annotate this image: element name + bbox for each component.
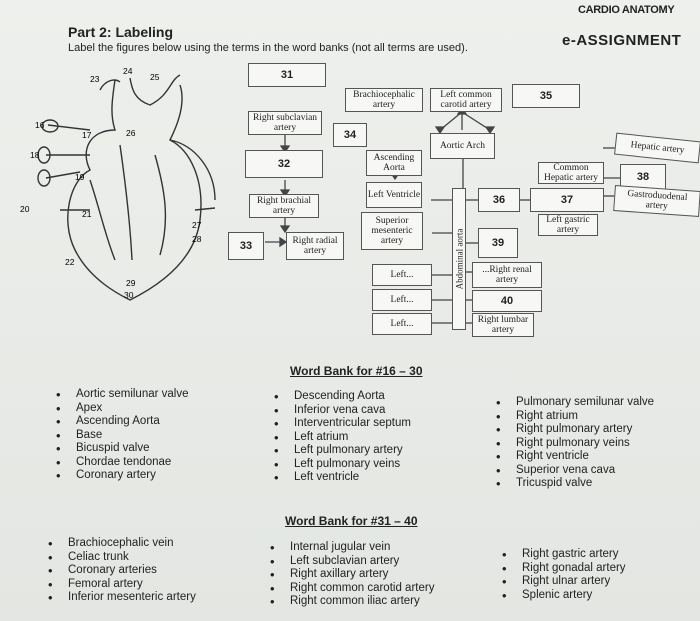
abdominal-aorta-box: Abdominal aorta — [452, 188, 466, 330]
wordbank1-col2: Descending Aorta Inferior vena cava Inte… — [274, 390, 411, 485]
word-item: Right gonadal artery — [502, 562, 626, 576]
word-item: Left subclavian artery — [270, 555, 434, 569]
word-item: Right ventricle — [496, 450, 654, 464]
right-brachial-box: Right brachial artery — [249, 194, 319, 218]
wordbank1-title: Word Bank for #16 – 30 — [290, 364, 423, 378]
word-item: Splenic artery — [502, 589, 626, 603]
left-common-carotid-box: Left common carotid artery — [430, 88, 502, 112]
header-course-title: CARDIO ANATOMY — [578, 4, 675, 16]
word-item: Coronary artery — [56, 469, 188, 483]
wordbank1-col1: Aortic semilunar valve Apex Ascending Ao… — [56, 388, 188, 483]
word-item: Right pulmonary artery — [496, 423, 654, 437]
word-item: Right axillary artery — [270, 568, 434, 582]
word-item: Internal jugular vein — [270, 541, 434, 555]
heart-label-17: 17 — [82, 130, 92, 140]
word-item: Bicuspid valve — [56, 442, 188, 456]
answer-box-34[interactable]: 34 — [333, 123, 367, 147]
answer-box-40[interactable]: 40 — [472, 290, 542, 312]
word-item: Coronary arteries — [48, 564, 196, 578]
word-item: Left pulmonary veins — [274, 458, 411, 472]
heart-label-16: 16 — [35, 120, 45, 130]
word-item: Right common carotid artery — [270, 582, 434, 596]
heart-label-22: 22 — [65, 257, 75, 267]
word-item: Base — [56, 429, 188, 443]
word-item: Superior vena cava — [496, 464, 654, 478]
heart-label-29: 29 — [126, 278, 136, 288]
aortic-arch-box: Aortic Arch — [430, 133, 495, 159]
right-subclavian-box: Right subclavian artery — [248, 111, 322, 135]
answer-box-37[interactable]: 37 — [530, 188, 604, 212]
ascending-aorta-box: Ascending Aorta — [366, 150, 422, 176]
wordbank2-col2: Internal jugular vein Left subclavian ar… — [270, 541, 434, 609]
brachiocephalic-box: Brachiocephalic artery — [345, 88, 423, 112]
heart-label-24: 24 — [123, 66, 133, 76]
wordbank2-col3: Right gastric artery Right gonadal arter… — [502, 548, 626, 602]
heart-label-19: 19 — [75, 172, 85, 182]
word-item: Inferior vena cava — [274, 404, 411, 418]
left-box-3: Left... — [372, 313, 432, 335]
heart-label-27: 27 — [192, 220, 202, 230]
word-item: Aortic semilunar valve — [56, 388, 188, 402]
word-item: Left atrium — [274, 431, 411, 445]
heart-label-30: 30 — [124, 290, 134, 300]
word-item: Right ulnar artery — [502, 575, 626, 589]
word-item: Apex — [56, 402, 188, 416]
answer-box-39[interactable]: 39 — [478, 228, 518, 258]
right-lumbar-box: Right lumbar artery — [472, 313, 534, 337]
wordbank2-col1: Brachiocephalic vein Celiac trunk Corona… — [48, 537, 196, 605]
part-instructions: Label the figures below using the terms … — [68, 42, 468, 54]
answer-box-31[interactable]: 31 — [248, 63, 326, 87]
heart-label-23: 23 — [90, 74, 100, 84]
heart-diagram: 16 17 18 19 20 21 22 23 24 25 26 27 28 2… — [20, 66, 216, 301]
heart-label-28: 28 — [192, 234, 202, 244]
word-item: Brachiocephalic vein — [48, 537, 196, 551]
answer-box-35[interactable]: 35 — [512, 84, 580, 108]
left-box-2: Left... — [372, 289, 432, 311]
answer-box-33[interactable]: 33 — [228, 232, 264, 260]
word-item: Right gastric artery — [502, 548, 626, 562]
right-renal-box: ...Right renal artery — [472, 262, 542, 288]
heart-label-20: 20 — [20, 204, 30, 214]
heart-label-26: 26 — [126, 128, 136, 138]
left-gastric-box: Left gastric artery — [538, 214, 598, 236]
word-item: Right pulmonary veins — [496, 437, 654, 451]
word-item: Interventricular septum — [274, 417, 411, 431]
word-item: Pulmonary semilunar valve — [496, 396, 654, 410]
wordbank2-title: Word Bank for #31 – 40 — [285, 514, 418, 528]
answer-box-32[interactable]: 32 — [245, 150, 323, 178]
wordbank1-col3: Pulmonary semilunar valve Right atrium R… — [496, 396, 654, 491]
heart-label-18: 18 — [30, 150, 40, 160]
word-item: Chordae tendonae — [56, 456, 188, 470]
word-item: Inferior mesenteric artery — [48, 591, 196, 605]
word-item: Right common iliac artery — [270, 595, 434, 609]
common-hepatic-box: Common Hepatic artery — [538, 162, 604, 184]
word-item: Tricuspid valve — [496, 477, 654, 491]
word-item: Descending Aorta — [274, 390, 411, 404]
word-item: Ascending Aorta — [56, 415, 188, 429]
answer-box-36[interactable]: 36 — [478, 188, 520, 212]
right-radial-box: Right radial artery — [286, 232, 344, 260]
heart-label-21: 21 — [82, 209, 92, 219]
word-item: Right atrium — [496, 410, 654, 424]
left-box-1: Left... — [372, 264, 432, 286]
word-item: Femoral artery — [48, 578, 196, 592]
word-item: Left pulmonary artery — [274, 444, 411, 458]
left-ventricle-box: Left Ventricle — [366, 182, 422, 208]
header-assignment-label: e-ASSIGNMENT — [562, 32, 682, 49]
heart-label-25: 25 — [150, 72, 160, 82]
superior-mesenteric-box: Superior mesenteric artery — [361, 212, 423, 250]
word-item: Left ventricle — [274, 471, 411, 485]
word-item: Celiac trunk — [48, 551, 196, 565]
part-title: Part 2: Labeling — [68, 24, 174, 40]
